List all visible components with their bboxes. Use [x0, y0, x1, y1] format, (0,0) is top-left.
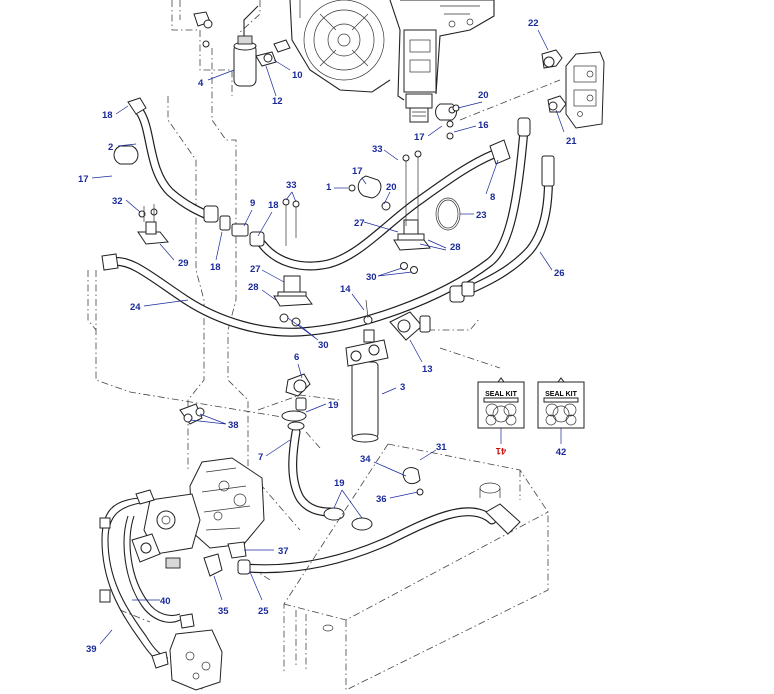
callout-34: 34 [360, 454, 371, 465]
leader-lines [91, 29, 565, 645]
bottom-valve-block [151, 613, 223, 691]
callout-36: 36 [376, 494, 387, 505]
callout-42: 42 [556, 447, 567, 458]
hydraulic-tank [283, 443, 549, 691]
main-filter [285, 299, 431, 443]
callout-33: 33 [372, 144, 383, 155]
callout-17: 17 [352, 166, 363, 177]
callout-30: 30 [318, 340, 329, 351]
callout-13: 13 [422, 364, 433, 375]
callout-32: 32 [112, 196, 123, 207]
callout-labels: 4 10 12 22 18 2 17 32 20 16 17 21 33 17 … [78, 18, 577, 655]
callout-24: 24 [130, 302, 141, 313]
callout-20: 20 [478, 90, 489, 101]
seal-kit-42-title: SEAL KIT [545, 391, 577, 398]
callout-41: 41 [495, 445, 506, 456]
callout-20: 20 [386, 182, 397, 193]
callout-31: 31 [436, 442, 447, 453]
callout-3: 3 [400, 382, 405, 393]
callout-19: 19 [334, 478, 345, 489]
callout-27: 27 [250, 264, 261, 275]
top-right-valve-block [541, 49, 605, 129]
callout-30: 30 [366, 272, 377, 283]
callout-37: 37 [278, 546, 289, 557]
callout-23: 23 [476, 210, 487, 221]
hose-fittings [101, 97, 555, 575]
callout-40: 40 [160, 596, 171, 607]
engine-flywheel-housing [289, 0, 495, 123]
callout-29: 29 [178, 258, 189, 269]
callout-7: 7 [258, 452, 263, 463]
brackets-and-bolts [137, 104, 460, 327]
callout-22: 22 [528, 18, 539, 29]
hose-clamps [113, 103, 461, 531]
callout-17: 17 [414, 132, 425, 143]
callout-14: 14 [340, 284, 351, 295]
callout-33: 33 [286, 180, 297, 191]
top-inline-filter [193, 5, 291, 87]
callout-18: 18 [210, 262, 221, 273]
hoses [99, 107, 553, 665]
callout-18: 18 [268, 200, 279, 211]
callout-9: 9 [250, 198, 255, 209]
callout-2: 2 [108, 142, 113, 153]
callout-1: 1 [326, 182, 332, 193]
callout-26: 26 [554, 268, 565, 279]
callout-25: 25 [258, 606, 269, 617]
callout-28: 28 [248, 282, 259, 293]
callout-16: 16 [478, 120, 489, 131]
callout-10: 10 [292, 70, 303, 81]
callout-28: 28 [450, 242, 461, 253]
callout-18: 18 [102, 110, 113, 121]
callout-8: 8 [490, 192, 495, 203]
callout-39: 39 [86, 644, 97, 655]
callout-12: 12 [272, 96, 283, 107]
callout-17: 17 [78, 174, 89, 185]
seal-kit-41: SEAL KIT [477, 377, 525, 444]
callout-4: 4 [198, 78, 204, 89]
lower-pump-assembly [131, 403, 265, 577]
callout-35: 35 [218, 606, 229, 617]
callout-21: 21 [566, 136, 577, 147]
callout-6: 6 [294, 352, 299, 363]
seal-kit-41-title: SEAL KIT [485, 391, 517, 398]
callout-38: 38 [228, 420, 239, 431]
callout-27: 27 [354, 218, 365, 229]
callout-19: 19 [328, 400, 339, 411]
phantom-outlines [87, 0, 561, 690]
seal-kit-42: SEAL KIT [537, 377, 585, 444]
